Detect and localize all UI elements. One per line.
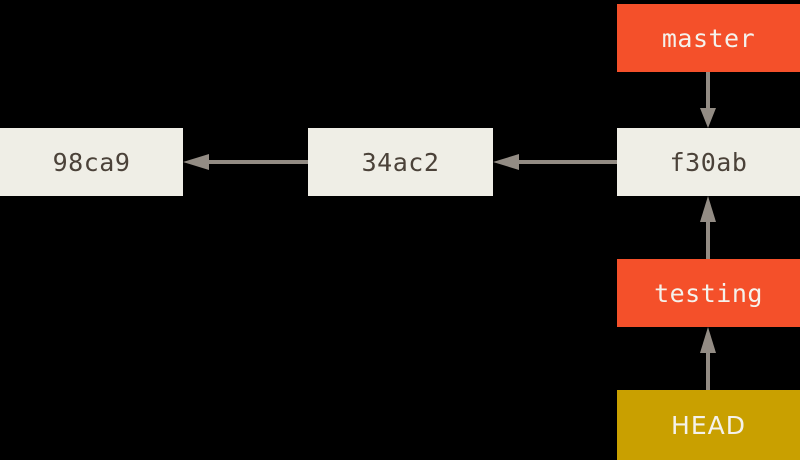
arrow-34ac2-to-98ca9 bbox=[183, 154, 308, 170]
branch-ref-master-label: master bbox=[661, 23, 756, 53]
commit-node-34ac2-label: 34ac2 bbox=[361, 147, 440, 177]
head-ref[interactable]: HEAD bbox=[617, 390, 800, 460]
branch-ref-testing[interactable]: testing bbox=[617, 259, 800, 327]
arrow-master-to-f30ab bbox=[700, 72, 716, 128]
branch-ref-master[interactable]: master bbox=[617, 4, 800, 72]
commit-node-f30ab-label: f30ab bbox=[669, 147, 748, 177]
commit-node-98ca9-label: 98ca9 bbox=[52, 147, 131, 177]
commit-node-f30ab[interactable]: f30ab bbox=[617, 128, 800, 196]
arrow-head-to-testing bbox=[700, 327, 716, 390]
head-ref-label: HEAD bbox=[671, 410, 746, 440]
arrow-testing-to-f30ab bbox=[700, 196, 716, 259]
arrow-f30ab-to-34ac2 bbox=[493, 154, 617, 170]
branch-ref-testing-label: testing bbox=[654, 278, 763, 308]
commit-node-34ac2[interactable]: 34ac2 bbox=[308, 128, 493, 196]
commit-node-98ca9[interactable]: 98ca9 bbox=[0, 128, 183, 196]
